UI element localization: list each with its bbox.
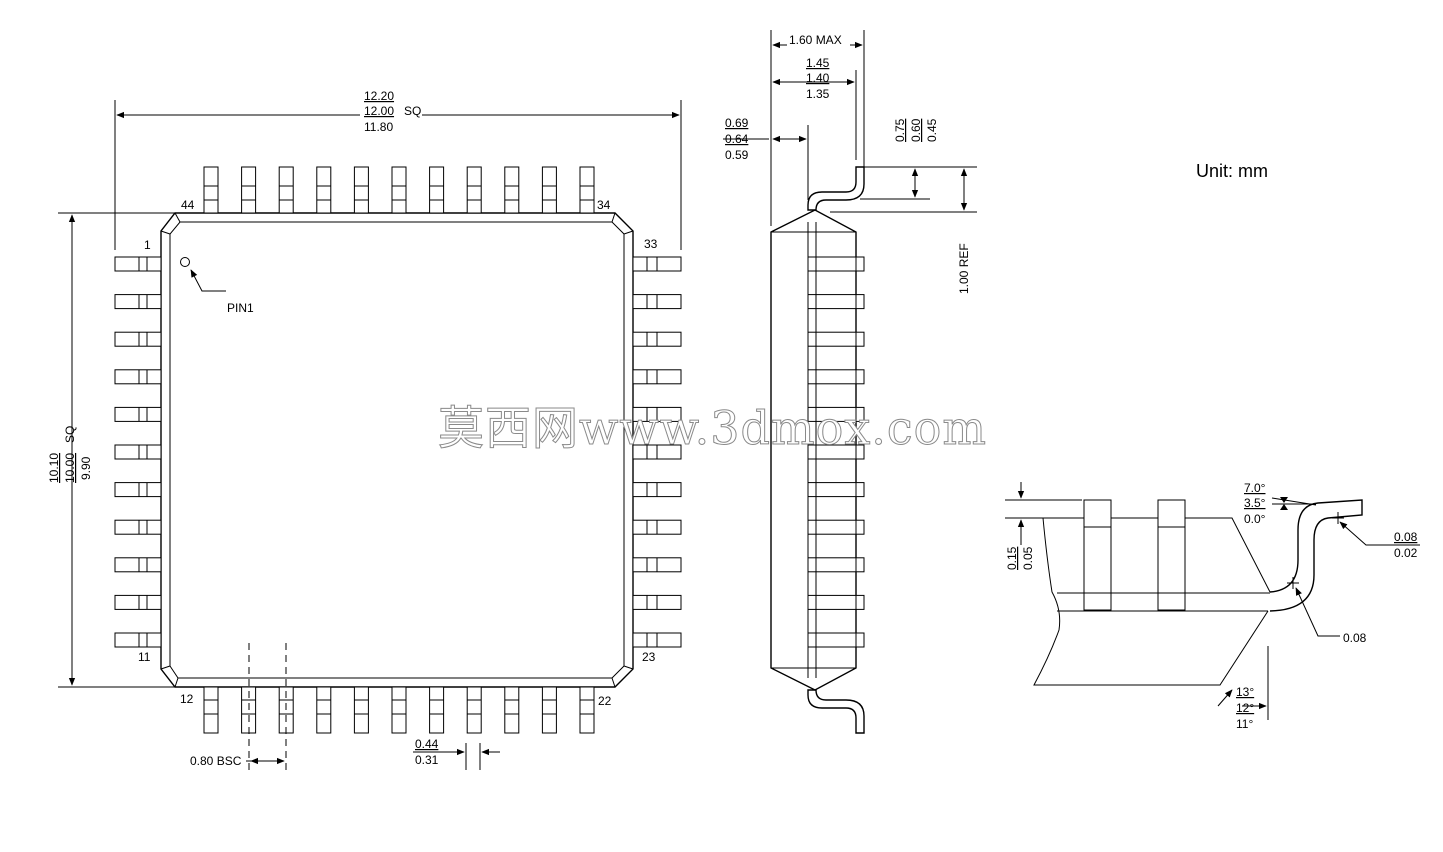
- side-view: 1.60 MAX 1.45 1.40 1.35 0.69 0.64 0.59 0…: [723, 30, 977, 734]
- lead-bottom: [391, 686, 407, 734]
- lead-left: [114, 444, 162, 460]
- width-nom: 12.00: [364, 104, 394, 118]
- lead-left: [114, 369, 162, 385]
- lead-left: [114, 256, 162, 272]
- side-lead-top: [807, 166, 865, 211]
- lead-offset-max: 0.69: [725, 116, 749, 130]
- lead-bottom: [203, 686, 219, 734]
- lead-ref-label: 1.00 REF: [957, 243, 971, 294]
- lead-left: [114, 406, 162, 422]
- body-angle-max: 13°: [1236, 685, 1254, 699]
- lead-left: [114, 632, 162, 648]
- lead-left: [114, 331, 162, 347]
- coplanarity-min: 0.02: [1394, 546, 1418, 560]
- height-nom: 10.00: [63, 453, 77, 483]
- lead-bottom: [541, 686, 557, 734]
- lead-width-min: 0.31: [415, 753, 439, 767]
- lead-bottom: [316, 686, 332, 734]
- detail-view: 0.15 0.05 7.0° 3.5° 0.0° 0.08 0.02 0.08 …: [1005, 481, 1420, 731]
- body-thickness-max: 1.45: [806, 56, 830, 70]
- lead-offset-min: 0.59: [725, 148, 749, 162]
- coplanarity-max: 0.08: [1394, 530, 1418, 544]
- lead-left: [114, 557, 162, 573]
- lead-top: [429, 166, 445, 214]
- lead-bottom: [504, 686, 520, 734]
- leads-bottom-row: [203, 686, 595, 734]
- standoff-min: 0.05: [1021, 546, 1035, 570]
- lead-top: [278, 166, 294, 214]
- body-thickness-min: 1.35: [806, 87, 830, 101]
- top-view: PIN1 1 11 12 22 23 33 34 44 12.20 12.00 …: [47, 89, 682, 770]
- watermark: 莫西网www.3dmox.com: [438, 401, 987, 455]
- lead-top: [466, 166, 482, 214]
- body-angle-nom: 12°: [1236, 701, 1254, 715]
- lead-top: [541, 166, 557, 214]
- pin-label-22: 22: [598, 694, 612, 708]
- foot-length-min: 0.45: [925, 118, 939, 142]
- pin-label-11: 11: [138, 650, 151, 664]
- pin1-leader: [190, 269, 226, 292]
- lead-angle-max: 7.0°: [1244, 481, 1266, 495]
- body-thickness-nom: 1.40: [806, 71, 830, 85]
- side-leads: [807, 222, 865, 678]
- pin1-label: PIN1: [227, 301, 254, 315]
- foot-length-nom: 0.60: [909, 118, 923, 142]
- lead-bottom: [429, 686, 445, 734]
- leads-left-column: [114, 256, 162, 648]
- lead-top: [316, 166, 332, 214]
- pin-label-44: 44: [181, 198, 195, 212]
- lead-angle-nom: 3.5°: [1244, 496, 1266, 510]
- lead-left: [114, 594, 162, 610]
- pin-label-34: 34: [597, 198, 611, 212]
- height-suffix: SQ: [63, 426, 77, 443]
- pin-label-33: 33: [644, 237, 658, 251]
- radius-label: 0.08: [1343, 631, 1367, 645]
- lead-top: [203, 166, 219, 214]
- width-min: 11.80: [364, 120, 393, 134]
- lead-bottom: [466, 686, 482, 734]
- lead-width-max: 0.44: [415, 737, 439, 751]
- lead-left: [114, 482, 162, 498]
- leads-right-column: [632, 256, 682, 648]
- lead-angle-min: 0.0°: [1244, 512, 1266, 526]
- detail-lead: [1269, 499, 1363, 612]
- lead-top: [353, 166, 369, 214]
- leads-top-row: [203, 166, 595, 214]
- side-lead-bottom: [807, 689, 865, 734]
- lead-top: [391, 166, 407, 214]
- pin-label-12: 12: [180, 692, 194, 706]
- foot-length-max: 0.75: [893, 118, 907, 142]
- height-max: 10.10: [47, 453, 61, 483]
- width-suffix: SQ: [404, 104, 421, 118]
- height-max-label: 1.60 MAX: [789, 33, 842, 47]
- body-angle-min: 11°: [1236, 717, 1253, 731]
- pin-label-23: 23: [642, 650, 656, 664]
- lead-top: [504, 166, 520, 214]
- lead-offset-nom: 0.64: [725, 132, 749, 146]
- pitch-label: 0.80 BSC: [190, 754, 242, 768]
- lead-left: [114, 519, 162, 535]
- height-min: 9.90: [79, 456, 93, 480]
- lead-top: [579, 166, 595, 214]
- lead-bottom: [579, 686, 595, 734]
- lead-top: [241, 166, 257, 214]
- width-max: 12.20: [364, 89, 394, 103]
- lead-bottom: [353, 686, 369, 734]
- pin1-dot: [180, 257, 190, 267]
- lead-left: [114, 294, 162, 310]
- unit-label: Unit: mm: [1196, 161, 1268, 181]
- pin-label-1: 1: [144, 238, 151, 252]
- standoff-max: 0.15: [1005, 546, 1019, 570]
